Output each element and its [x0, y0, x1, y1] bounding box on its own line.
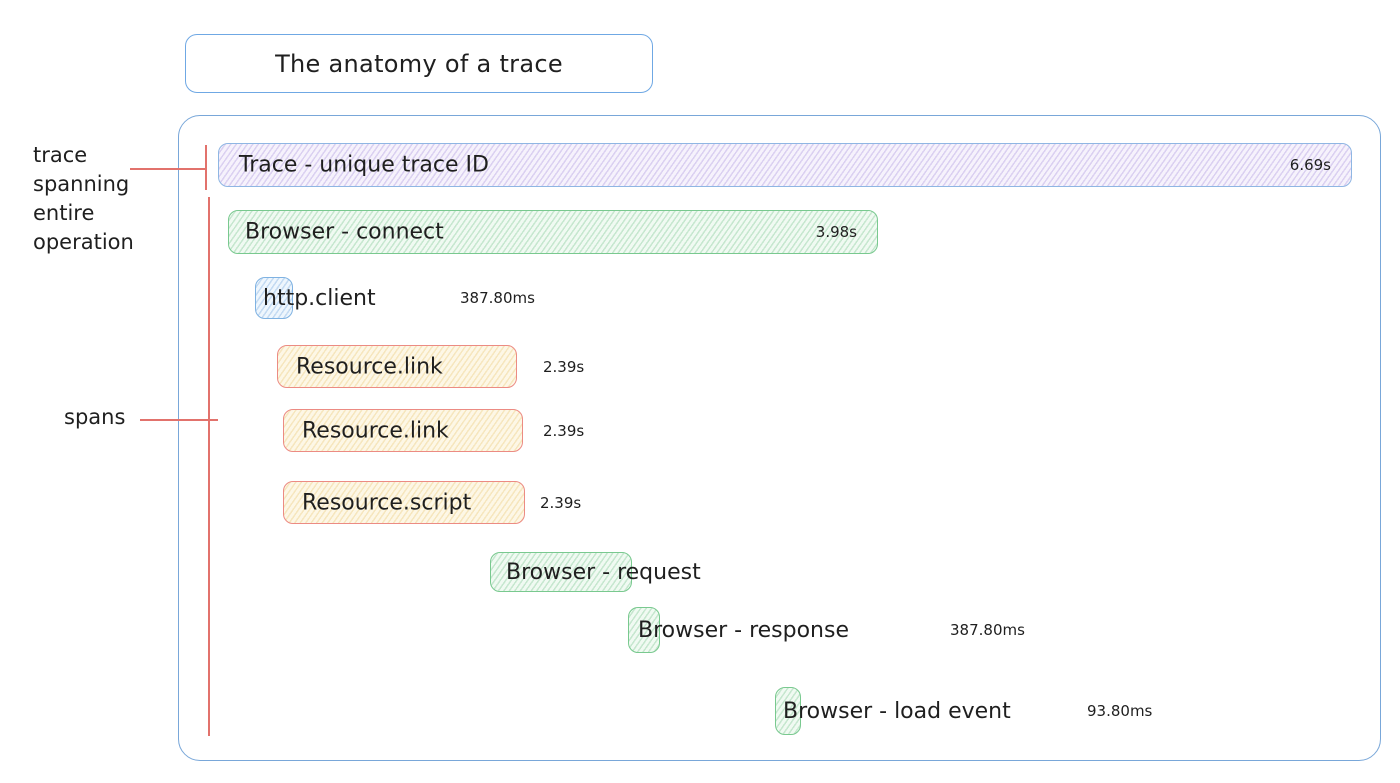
browser-connect-span-bar: Browser - connect 3.98s	[228, 210, 878, 254]
trace-span-bar: Trace - unique trace ID 6.69s	[218, 143, 1352, 187]
trace-container-box	[178, 115, 1381, 761]
trace-pointer-line	[130, 168, 207, 170]
http-client-span-bar	[255, 277, 293, 319]
resource-link-2-label: Resource.link	[302, 418, 449, 443]
resource-link-2-span-bar: Resource.link	[283, 409, 523, 452]
http-client-label: http.client	[263, 285, 376, 311]
http-client-duration: 387.80ms	[460, 289, 535, 307]
diagram-title-box: The anatomy of a trace	[185, 34, 653, 93]
browser-response-label: Browser - response	[638, 617, 849, 643]
browser-response-duration: 387.80ms	[950, 621, 1025, 639]
resource-script-duration: 2.39s	[540, 493, 582, 512]
trace-pointer-tick	[205, 145, 207, 190]
trace-span-duration: 6.69s	[1289, 156, 1331, 174]
browser-connect-duration: 3.98s	[815, 223, 857, 241]
resource-script-span-bar: Resource.script	[283, 481, 525, 524]
browser-load-event-label: Browser - load event	[783, 698, 1011, 724]
spans-pointer-line	[140, 419, 218, 421]
browser-load-event-duration: 93.80ms	[1087, 702, 1153, 720]
diagram-title: The anatomy of a trace	[275, 49, 563, 78]
trace-annotation-label: trace spanning entire operation	[33, 143, 134, 254]
spans-bracket-line	[208, 197, 210, 736]
spans-annotation-label: spans	[64, 405, 126, 429]
browser-response-span-bar	[628, 607, 660, 653]
resource-script-label: Resource.script	[302, 490, 472, 515]
browser-connect-label: Browser - connect	[245, 219, 444, 245]
browser-request-span-bar	[490, 552, 632, 592]
resource-link-1-label: Resource.link	[296, 354, 443, 379]
browser-load-event-span-bar	[775, 687, 801, 735]
browser-request-label: Browser - request	[506, 559, 701, 585]
resource-link-1-duration: 2.39s	[543, 357, 585, 376]
trace-span-label: Trace - unique trace ID	[239, 152, 489, 178]
resource-link-1-span-bar: Resource.link	[277, 345, 517, 388]
resource-link-2-duration: 2.39s	[543, 421, 585, 440]
